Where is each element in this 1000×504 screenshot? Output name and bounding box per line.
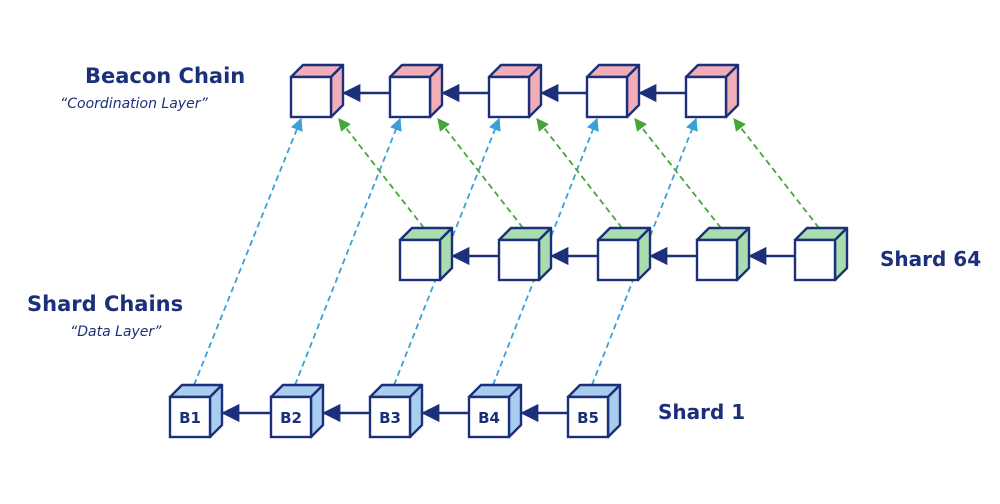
beacon-chain-title: Beacon Chain — [85, 64, 246, 88]
shard-64-block — [497, 226, 553, 282]
shard-1-block: B5 — [566, 383, 622, 439]
shard-64-crosslink — [437, 118, 524, 229]
shard-64-block — [695, 226, 751, 282]
shard-1-crosslink — [193, 117, 303, 386]
shard-1-crosslink — [294, 117, 402, 386]
shard-1-block-label: B1 — [179, 409, 201, 427]
shard-1-block: B4 — [467, 383, 523, 439]
shard-1-block-front-face — [566, 395, 610, 439]
beacon-block — [388, 63, 444, 119]
beacon-block — [684, 63, 740, 119]
shard-chains-subtitle: “Data Layer” — [70, 324, 162, 340]
shard-1-row: B1 B2 B3 B4 B5 — [168, 383, 622, 439]
shard-64-block-front-face — [793, 238, 837, 282]
shard-1-block-front-face — [368, 395, 412, 439]
shard-64-block-front-face — [695, 238, 739, 282]
shard-1-block-label: B3 — [379, 409, 401, 427]
shard-64-crosslink — [733, 118, 820, 229]
shard-64-crosslink — [634, 118, 722, 229]
beacon-block — [487, 63, 543, 119]
beacon-block-front-face — [487, 75, 531, 119]
shard-64-block — [398, 226, 454, 282]
shard-chains-title: Shard Chains — [27, 292, 184, 316]
shard-1-block-label: B2 — [280, 409, 302, 427]
shard-64-row — [398, 226, 849, 282]
shard-1-block-label: B5 — [577, 409, 599, 427]
shard-1-block-label: B4 — [478, 409, 500, 427]
shard-1-block: B3 — [368, 383, 424, 439]
shard-64-crosslink — [536, 118, 623, 229]
shard-1-block-front-face — [467, 395, 511, 439]
beacon-block-front-face — [388, 75, 432, 119]
shard-64-block — [596, 226, 652, 282]
shard-64-block-front-face — [497, 238, 541, 282]
beacon-chain-row — [289, 63, 740, 119]
beacon-block-front-face — [585, 75, 629, 119]
shard-64-crosslink — [338, 118, 425, 229]
beacon-block — [585, 63, 641, 119]
shard-1-block: B1 — [168, 383, 224, 439]
beacon-block — [289, 63, 345, 119]
shard-1-block: B2 — [269, 383, 325, 439]
shard-64-block-front-face — [398, 238, 442, 282]
shard-1-block-front-face — [269, 395, 313, 439]
shard-64-block-front-face — [596, 238, 640, 282]
beacon-block-front-face — [684, 75, 728, 119]
shard-64-block — [793, 226, 849, 282]
beacon-chain-subtitle: “Coordination Layer” — [60, 96, 208, 112]
beacon-block-front-face — [289, 75, 333, 119]
shard-1-block-front-face — [168, 395, 212, 439]
shard-64-label: Shard 64 — [880, 247, 982, 271]
shard-1-label: Shard 1 — [658, 400, 746, 424]
chain-arrows — [221, 83, 795, 423]
